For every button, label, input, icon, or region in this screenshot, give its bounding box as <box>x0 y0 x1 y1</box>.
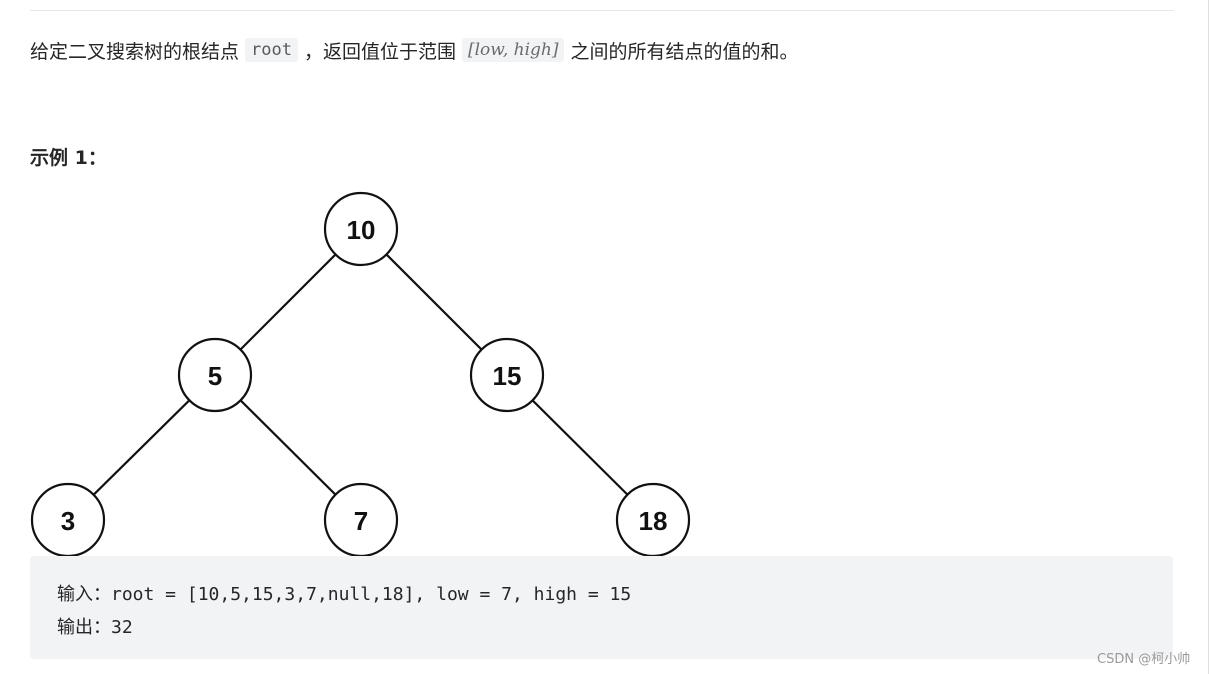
problem-description: 给定二叉搜索树的根结点 root ，返回值位于范围 [low, high] 之间… <box>30 32 799 68</box>
tree-node-10: 10 <box>323 191 399 267</box>
bst-diagram: 10 5 15 3 7 18 <box>0 180 720 560</box>
node-label: 10 <box>347 215 376 245</box>
tree-node-18: 18 <box>615 482 691 558</box>
example-code-block: 输入：root = [10,5,15,3,7,null,18], low = 7… <box>30 556 1173 659</box>
node-label: 18 <box>639 506 668 536</box>
input-label: 输入： <box>57 584 111 605</box>
output-line: 输出：32 <box>57 613 133 639</box>
right-divider <box>1208 0 1209 674</box>
input-value: root = [10,5,15,3,7,null,18], low = 7, h… <box>111 584 632 605</box>
output-value: 32 <box>111 617 133 638</box>
desc-text-after: 之间的所有结点的值的和。 <box>570 40 799 63</box>
tree-node-5: 5 <box>177 337 253 413</box>
node-label: 7 <box>354 506 368 536</box>
tree-node-3: 3 <box>30 482 106 558</box>
input-line: 输入：root = [10,5,15,3,7,null,18], low = 7… <box>57 580 631 606</box>
output-label: 输出： <box>57 617 111 638</box>
node-label: 3 <box>61 506 75 536</box>
range-inline-code: [low, high] <box>461 38 565 62</box>
tree-node-15: 15 <box>469 337 545 413</box>
csdn-watermark: CSDN @柯小帅 <box>1097 652 1191 667</box>
node-label: 5 <box>208 361 222 391</box>
root-inline-code: root <box>245 38 298 62</box>
node-label: 15 <box>493 361 522 391</box>
example-title: 示例 1： <box>30 147 107 169</box>
desc-text-middle: ，返回值位于范围 <box>303 40 456 63</box>
tree-node-7: 7 <box>323 482 399 558</box>
desc-text-before: 给定二叉搜索树的根结点 <box>30 40 240 63</box>
top-divider <box>30 10 1174 11</box>
